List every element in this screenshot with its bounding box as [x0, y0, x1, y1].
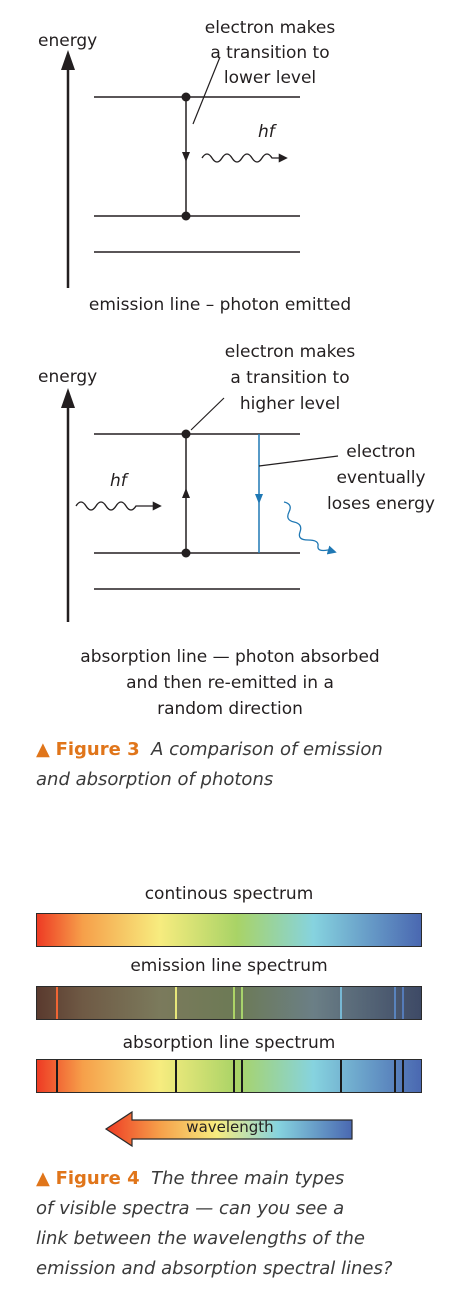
absorption-diagram-svg	[61, 388, 339, 622]
electron-dot-lower	[181, 211, 191, 221]
absorption-line	[175, 1060, 177, 1092]
emission-line	[340, 987, 342, 1019]
absorption-hf-label: hf	[110, 471, 127, 491]
figure3-caption: ▲ Figure 3 A comparison of emission and …	[36, 735, 456, 795]
figure3-caption-line1: ▲ Figure 3 A comparison of emission	[36, 735, 456, 765]
upward-transition-arrowhead	[182, 488, 190, 498]
figure4-caption: ▲ Figure 4 The three main types of visib…	[36, 1164, 466, 1284]
emission-hf-label: hf	[258, 122, 275, 142]
reemitted-photon-wave	[283, 501, 337, 555]
blue-decay-arrowhead	[255, 494, 263, 504]
energy-axis-arrowhead	[61, 388, 75, 408]
emission-line	[402, 987, 404, 1019]
side-annotation-line: electron	[346, 442, 416, 462]
emission-line	[175, 987, 177, 1019]
figure3-caption-line2: and absorption of photons	[36, 769, 274, 790]
emission-caption: emission line – photon emitted	[88, 295, 352, 315]
emission-annotation-line: a transition to	[210, 43, 330, 63]
side-annotation-line: eventually	[336, 468, 426, 488]
electron-dot-upper	[181, 92, 191, 102]
absorption-annotation-line: electron makes	[224, 342, 356, 362]
annotation-pointer	[192, 56, 221, 125]
downward-transition-arrowhead	[182, 152, 190, 162]
annotation-pointer	[190, 397, 225, 431]
emission-line	[233, 987, 235, 1019]
electron-dot-lower	[181, 548, 191, 558]
wavelength-label: wavelength	[186, 1118, 274, 1136]
absorption-line	[56, 1060, 58, 1092]
emission-annotation-line: electron makes	[204, 18, 336, 38]
continuous-spectrum-label: continous spectrum	[144, 884, 314, 904]
figure4-caption-text: The three main types	[151, 1168, 345, 1189]
absorption-spectrum-label: absorption line spectrum	[122, 1033, 336, 1053]
absorption-line	[241, 1060, 243, 1092]
emission-line	[394, 987, 396, 1019]
side-annotation: electron eventually loses energy	[316, 439, 446, 517]
emitted-photon-wave	[201, 153, 288, 163]
absorption-annotation: electron makes a transition to higher le…	[200, 339, 380, 417]
figure4-caption-line1: ▲ Figure 4 The three main types	[36, 1164, 466, 1194]
emission-annotation-line: lower level	[223, 68, 317, 88]
absorption-caption-line: absorption line — photon absorbed	[80, 647, 380, 667]
absorption-line	[340, 1060, 342, 1092]
figure3-number: Figure 3	[55, 739, 140, 760]
emission-line	[241, 987, 243, 1019]
caption-triangle-icon: ▲	[36, 1168, 50, 1189]
electron-dot-upper	[181, 429, 191, 439]
side-annotation-pointer	[258, 455, 339, 467]
absorption-line	[394, 1060, 396, 1092]
emission-spectrum-label: emission line spectrum	[130, 956, 328, 976]
absorption-line	[402, 1060, 404, 1092]
absorption-energy-label: energy	[38, 367, 98, 387]
absorption-spectrum-bar	[36, 1059, 422, 1093]
continuous-spectrum-bar	[36, 913, 422, 947]
figure4-caption-line3: link between the wavelengths of the	[36, 1228, 365, 1249]
figure4-caption-line2: of visible spectra — can you see a	[36, 1198, 345, 1219]
absorption-annotation-line: a transition to	[230, 368, 350, 388]
figure4-number: Figure 4	[55, 1168, 140, 1189]
figure4-caption-line4: emission and absorption spectral lines?	[36, 1258, 393, 1279]
emission-spectrum-bar	[36, 986, 422, 1020]
absorption-line	[233, 1060, 235, 1092]
emission-energy-label: energy	[38, 31, 98, 51]
absorption-annotation-line: higher level	[239, 394, 341, 414]
energy-axis-arrowhead	[61, 50, 75, 70]
side-annotation-line: loses energy	[327, 494, 435, 514]
absorption-caption-line: random direction	[157, 699, 303, 719]
emission-line	[56, 987, 58, 1019]
emission-diagram-svg	[61, 50, 300, 288]
emission-annotation: electron makes a transition to lower lev…	[190, 16, 350, 91]
caption-triangle-icon: ▲	[36, 739, 50, 760]
absorption-caption: absorption line — photon absorbed and th…	[30, 644, 430, 722]
figure3-caption-text: A comparison of emission	[151, 739, 383, 760]
incoming-photon-wave	[75, 501, 162, 511]
absorption-caption-line: and then re-emitted in a	[126, 673, 334, 693]
